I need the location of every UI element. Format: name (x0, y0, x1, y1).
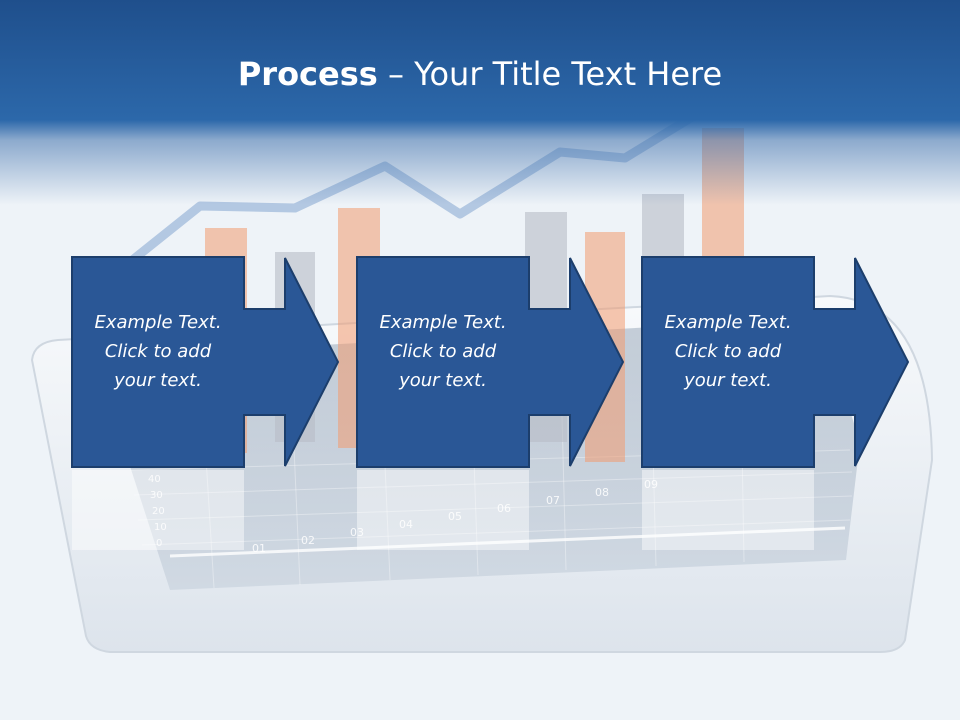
title-banner (0, 0, 960, 205)
arrow-box-shape (356, 256, 625, 468)
step-text[interactable]: Example Text. Click to add your text. (664, 312, 792, 391)
process-step-3[interactable]: Example Text. Click to add your text. (640, 256, 930, 468)
screen-x-label: 05 (448, 510, 462, 523)
screen-y-label: 0 (156, 538, 162, 549)
screen-y-label: 10 (154, 522, 167, 533)
screen-y-labels: 40 30 20 10 0 (148, 474, 167, 549)
screen-x-label: 02 (301, 534, 315, 547)
screen-y-label: 40 (148, 474, 161, 485)
process-step-1[interactable]: Example Text. Click to add your text. (70, 256, 360, 468)
title-rest: – Your Title Text Here (377, 55, 723, 93)
screen-x-label: 01 (252, 542, 266, 555)
screen-x-label: 03 (350, 526, 364, 539)
screen-y-label: 20 (152, 506, 165, 517)
arrow-box-shape (71, 256, 340, 468)
screen-x-label: 07 (546, 494, 560, 507)
screen-x-label: 09 (644, 478, 658, 491)
process-reflection (72, 470, 814, 550)
step-text[interactable]: Example Text. Click to add your text. (379, 312, 507, 391)
process-step-2[interactable]: Example Text. Click to add your text. (355, 256, 645, 468)
screen-axis (169, 526, 846, 558)
screen-x-label: 04 (399, 518, 413, 531)
step-text[interactable]: Example Text. Click to add your text. (94, 312, 222, 391)
screen-x-labels: 01 02 03 04 05 06 07 08 09 (252, 478, 658, 555)
screen-x-label: 06 (497, 502, 511, 515)
title-bold: Process (237, 55, 378, 93)
screen-x-label: 08 (595, 486, 609, 499)
arrow-box-shape (641, 256, 910, 468)
screen-y-label: 30 (150, 490, 163, 501)
slide-title[interactable]: Process – Your Title Text Here (0, 52, 960, 96)
